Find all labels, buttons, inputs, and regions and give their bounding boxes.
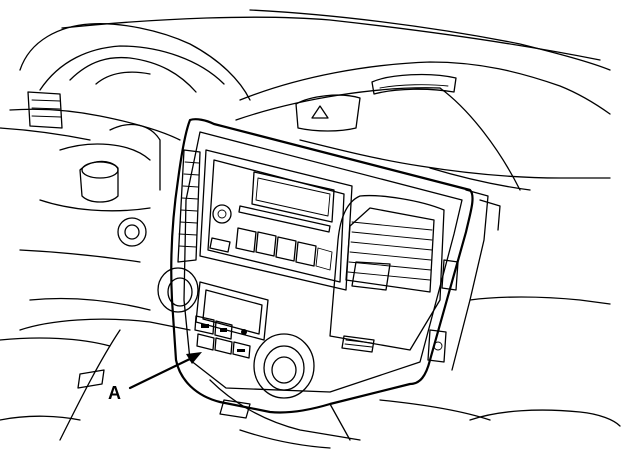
audio-display bbox=[251, 171, 335, 223]
ignition-switch bbox=[117, 217, 147, 247]
right-bracket bbox=[427, 189, 501, 371]
left-round-vent bbox=[157, 267, 199, 313]
temperature-knob bbox=[253, 333, 315, 399]
lower-left-panel bbox=[0, 318, 191, 441]
warning-triangle-icon bbox=[311, 105, 329, 119]
steering-column bbox=[0, 123, 161, 347]
airbag-panel bbox=[295, 73, 457, 132]
volume-knob bbox=[212, 204, 232, 224]
preset-buttons bbox=[235, 227, 317, 267]
audio-unit bbox=[199, 149, 353, 291]
center-right-vent bbox=[329, 194, 445, 353]
callout-label-a: A bbox=[108, 383, 121, 403]
callout-arrow bbox=[128, 352, 202, 390]
upper-dashboard bbox=[61, 9, 611, 191]
lower-console bbox=[209, 379, 361, 449]
center-fascia-control-panel bbox=[194, 281, 269, 359]
center-left-vent bbox=[177, 149, 201, 263]
arrow-head-icon bbox=[186, 352, 202, 364]
left-vent bbox=[27, 91, 63, 129]
instrument-cluster-hood bbox=[0, 23, 251, 141]
center-fascia-bezel bbox=[170, 118, 474, 414]
right-lower-area bbox=[379, 296, 621, 427]
